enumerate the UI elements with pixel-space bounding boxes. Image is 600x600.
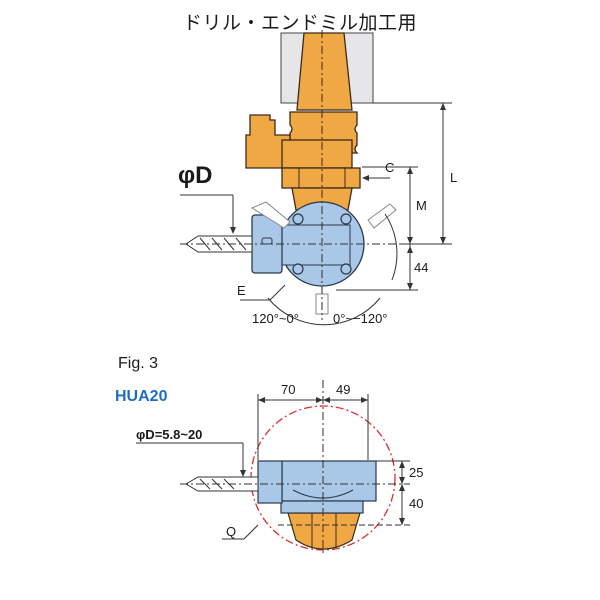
dimension-40-label: 40 — [409, 496, 424, 511]
dimension-70-label: 70 — [281, 382, 296, 397]
diameter-label: φD — [178, 162, 213, 189]
figure-3-drawing — [136, 380, 410, 556]
page-title: ドリル・エンドミル加工用 — [182, 12, 417, 34]
angle-range-left: 120°~0° — [252, 311, 299, 326]
dimension-m-label: M — [416, 198, 427, 213]
angle-range-right: 0°~−120° — [333, 311, 388, 326]
dimension-l-label: L — [450, 170, 458, 185]
dimension-44-label: 44 — [414, 260, 429, 275]
dimension-25-label: 25 — [409, 465, 424, 480]
figure-label: Fig. 3 — [118, 355, 159, 372]
diameter-range-label: φD=5.8~20 — [136, 427, 203, 442]
dimension-q-label: Q — [226, 524, 237, 539]
dimension-49-label: 49 — [336, 382, 351, 397]
dimension-e-label: E — [237, 283, 246, 298]
dimension-c-label: C — [385, 160, 395, 175]
figure-1-drawing — [180, 30, 452, 326]
model-name: HUA20 — [115, 388, 168, 405]
